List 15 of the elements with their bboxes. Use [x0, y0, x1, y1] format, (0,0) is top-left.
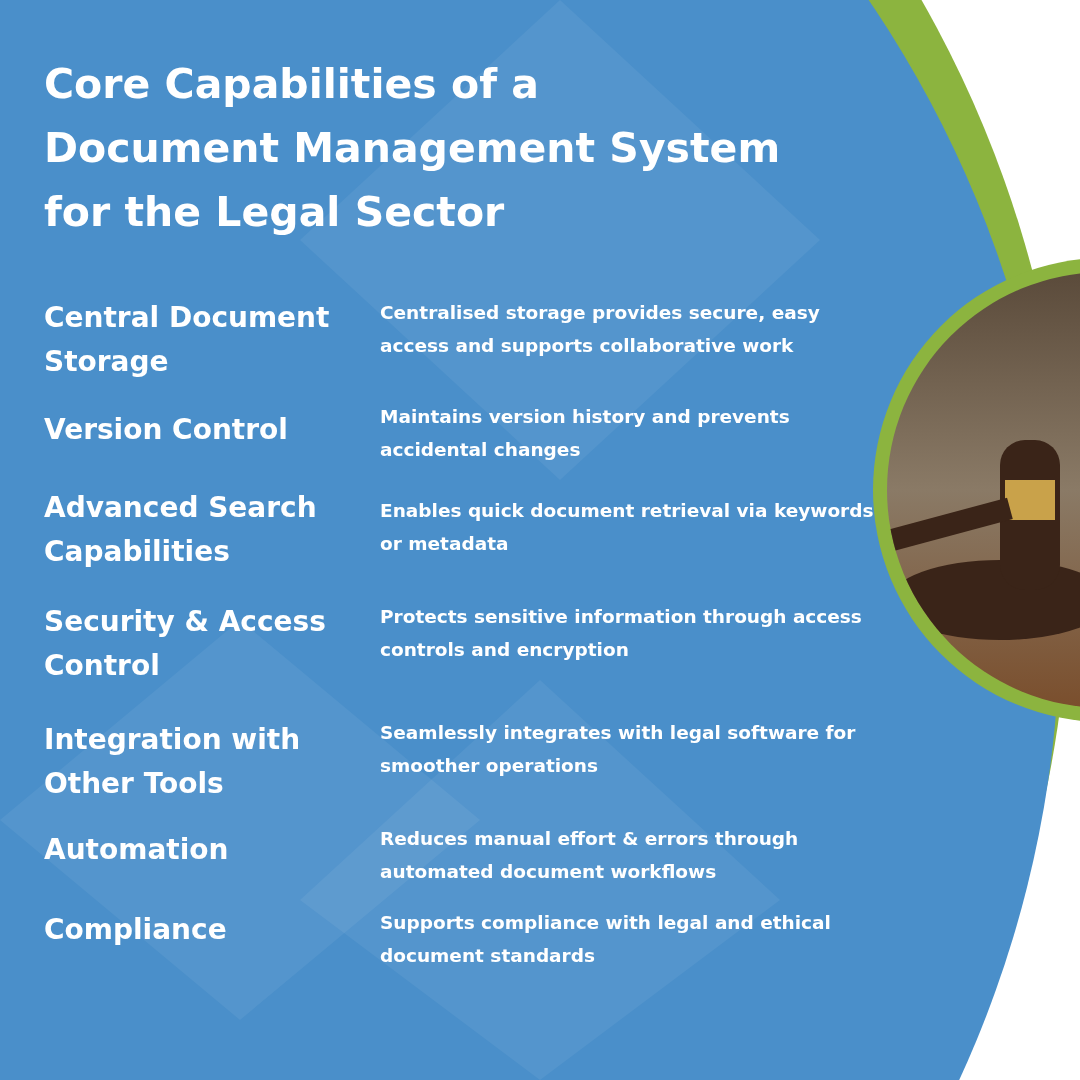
capability-description: Maintains version history and prevents accidental changes [380, 405, 791, 462]
capability-name: Version Control [44, 412, 289, 448]
capability-name: Central Document Storage [44, 300, 331, 380]
capability-description: Centralised storage provides secure, easy access and supports collaborative work [380, 301, 821, 358]
title: Core Capabilities of a Document Management System for the Legal Sector [44, 59, 782, 238]
capability-name: Security & Access Control [44, 604, 327, 684]
capability-description: Seamlessly integrates with legal software for smoother operations [380, 721, 857, 778]
capability-name: Integration with Other Tools [44, 722, 302, 802]
capability-description: Supports compliance with legal and ethical document standards [380, 911, 832, 968]
capability-description: Reduces manual effort & errors through automated document workflows [380, 827, 800, 884]
capability-name: Automation [44, 832, 230, 868]
capability-name: Compliance [44, 912, 228, 948]
capability-description: Protects sensitive information through access controls and encryption [380, 605, 863, 662]
capability-description: Enables quick document retrieval via keywords or metadata [380, 499, 875, 556]
capability-name: Advanced Search Capabilities [44, 490, 318, 570]
